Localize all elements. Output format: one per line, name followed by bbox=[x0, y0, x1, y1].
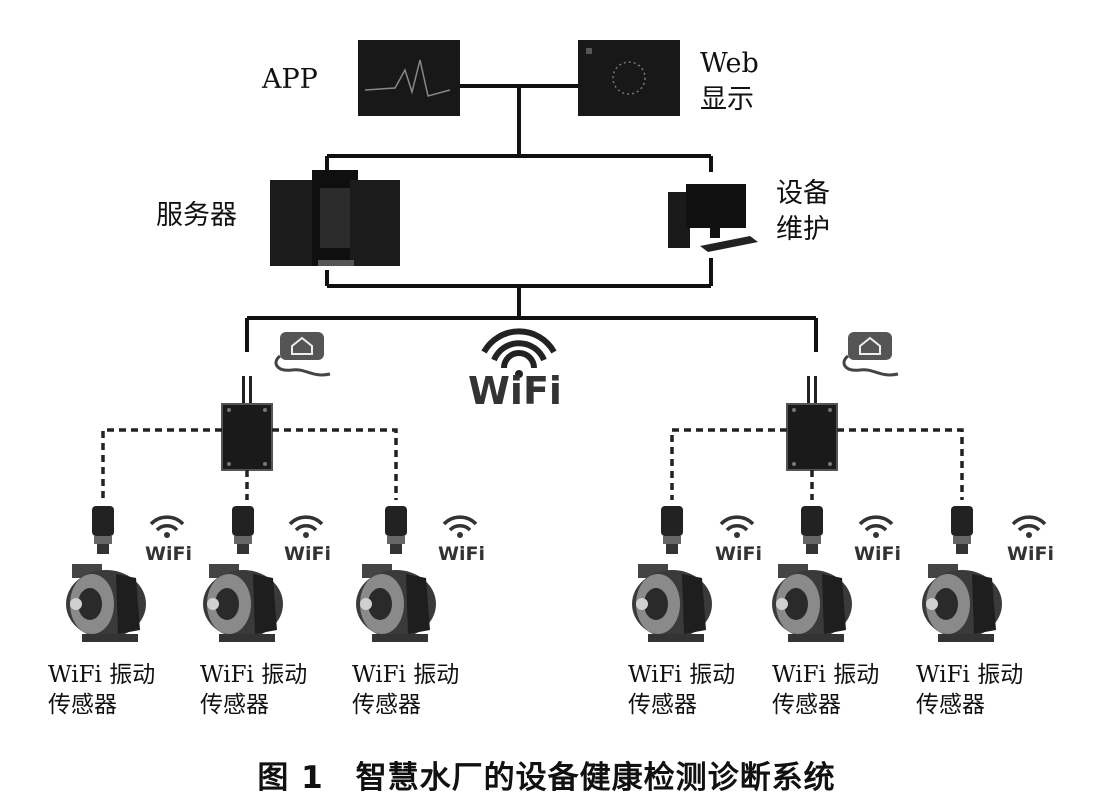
sensor-label-5: WiFi 振动 传感器 bbox=[772, 662, 880, 718]
server-label: 服务器 bbox=[156, 200, 237, 231]
wifi-small-label: WiFi bbox=[715, 543, 762, 565]
figure-caption: 图 1 智慧水厂的设备健康检测诊断系统 bbox=[257, 760, 836, 796]
wifi-small-label: WiFi bbox=[854, 543, 901, 565]
sensor-label-2: WiFi 振动 传感器 bbox=[200, 662, 308, 718]
web-label-line2: 显示 bbox=[700, 84, 754, 115]
sensor-label-4: WiFi 振动 传感器 bbox=[628, 662, 736, 718]
sensor-label-6: WiFi 振动 传感器 bbox=[916, 662, 1024, 718]
web-label-line1: Web bbox=[700, 48, 759, 79]
vibration-sensor-icon bbox=[92, 506, 973, 554]
wifi-icon bbox=[481, 328, 557, 378]
wifi-small-label: WiFi bbox=[1007, 543, 1054, 565]
sensor-links bbox=[101, 428, 964, 500]
server-icon bbox=[270, 170, 400, 266]
monitor-web-icon bbox=[578, 40, 680, 116]
wifi-small-label: WiFi bbox=[284, 543, 331, 565]
app-label: APP bbox=[262, 64, 318, 95]
wifi-small-icons bbox=[149, 515, 1047, 540]
router-icon bbox=[274, 330, 332, 377]
gateway-icon bbox=[786, 375, 838, 471]
maintenance-label-line1: 设备 bbox=[776, 178, 830, 209]
network-lines bbox=[245, 84, 818, 352]
desktop-computer-icon bbox=[668, 184, 758, 252]
maintenance-label-line2: 维护 bbox=[776, 214, 830, 245]
gateway-icon bbox=[221, 375, 273, 471]
wifi-big-label: WiFi bbox=[468, 369, 562, 413]
wifi-small-label: WiFi bbox=[438, 543, 485, 565]
electric-motor-icon bbox=[66, 564, 1002, 642]
router-icon bbox=[842, 330, 900, 377]
sensor-label-1: WiFi 振动 传感器 bbox=[48, 662, 156, 718]
wifi-small-label: WiFi bbox=[145, 543, 192, 565]
sensor-label-3: WiFi 振动 传感器 bbox=[352, 662, 460, 718]
monitor-app-icon bbox=[358, 40, 460, 116]
